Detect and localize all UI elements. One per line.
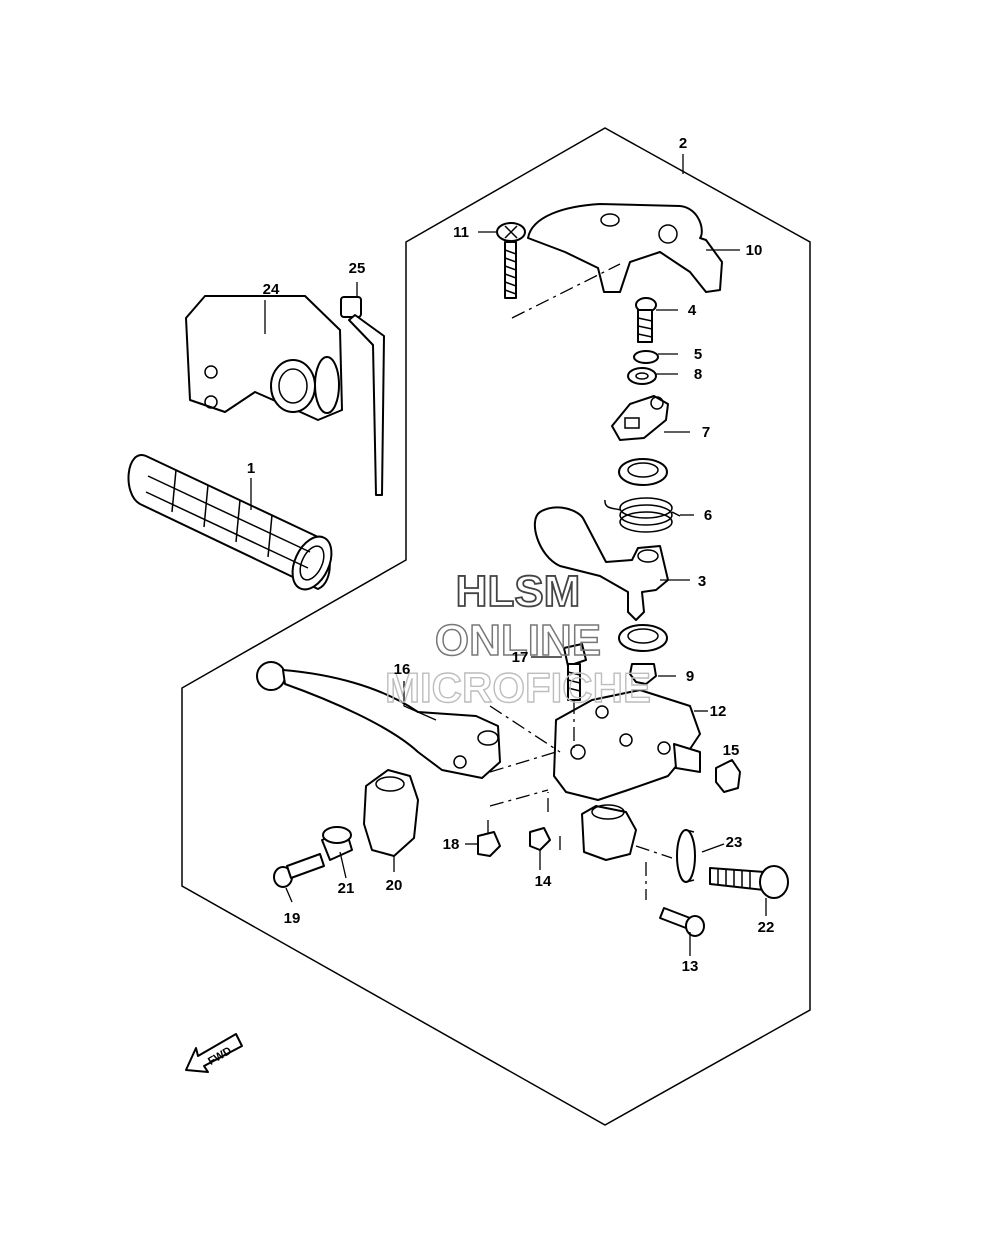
part-16-clutch-lever <box>256 661 501 779</box>
part-14-nut <box>529 827 551 851</box>
callout-16: 16 <box>394 661 411 678</box>
callout-24: 24 <box>263 281 280 298</box>
part-ring-lower <box>618 624 668 652</box>
callout-18: 18 <box>443 836 460 853</box>
part-13-screw <box>659 907 705 937</box>
callout-5: 5 <box>694 346 702 363</box>
callout-7: 7 <box>702 424 710 441</box>
callout-14: 14 <box>535 873 552 890</box>
part-ring-upper <box>618 458 668 486</box>
callout-25: 25 <box>349 260 366 277</box>
leader-lines <box>250 154 767 956</box>
part-3-lever <box>533 506 669 621</box>
callout-4: 4 <box>688 302 697 319</box>
callout-19: 19 <box>284 910 301 927</box>
watermark-line-2: ONLINE <box>435 616 601 665</box>
part-11-screw <box>496 222 526 299</box>
callout-6: 6 <box>704 507 712 524</box>
callout-20: 20 <box>386 877 403 894</box>
part-20-clamp <box>363 769 419 857</box>
part-19-bolt <box>273 853 325 888</box>
callout-23: 23 <box>726 834 743 851</box>
part-10-cover <box>527 203 723 293</box>
callout-15: 15 <box>723 742 740 759</box>
watermark-line-3: MICROFICHE <box>385 664 651 711</box>
part-7-plate <box>611 395 669 441</box>
assembly-outline <box>181 127 811 1126</box>
part-23-adjuster-nut <box>676 829 696 883</box>
part-4-bolt <box>635 297 657 343</box>
part-21-collar <box>321 826 353 861</box>
callout-22: 22 <box>758 919 775 936</box>
part-12-holder <box>553 689 701 801</box>
callout-labels: 2 10 11 4 5 8 7 6 3 9 12 17 15 16 24 25 … <box>247 135 775 975</box>
callout-2: 2 <box>679 135 687 152</box>
callout-9: 9 <box>686 668 694 685</box>
watermark: HLSM ONLINE MICROFICHE <box>384 566 651 712</box>
callout-1: 1 <box>247 460 255 477</box>
watermark-line-1: HLSM <box>456 567 581 616</box>
callout-21: 21 <box>338 880 355 897</box>
callout-17: 17 <box>512 649 529 666</box>
callout-11: 11 <box>453 224 469 241</box>
part-9-nut <box>629 663 657 685</box>
part-8-washer <box>627 367 657 385</box>
part-18-nut <box>477 831 501 857</box>
part-5-washer <box>633 350 659 364</box>
part-clamp-lower <box>581 804 637 861</box>
part-25-cable-tie <box>340 296 385 496</box>
part-22-adjuster-bolt <box>709 865 789 899</box>
part-24-housing <box>185 295 343 421</box>
callout-13: 13 <box>682 958 699 975</box>
callout-10: 10 <box>746 242 763 259</box>
part-6-spring <box>604 497 681 533</box>
assembly-dash-lines <box>487 263 673 900</box>
part-17-bolt <box>563 643 587 701</box>
part-1-grip <box>127 454 333 591</box>
part-15-cap <box>715 759 741 793</box>
fwd-arrow-icon: FWD <box>185 1033 243 1073</box>
callout-3: 3 <box>698 573 706 590</box>
callout-8: 8 <box>694 366 702 383</box>
callout-12: 12 <box>710 703 727 720</box>
